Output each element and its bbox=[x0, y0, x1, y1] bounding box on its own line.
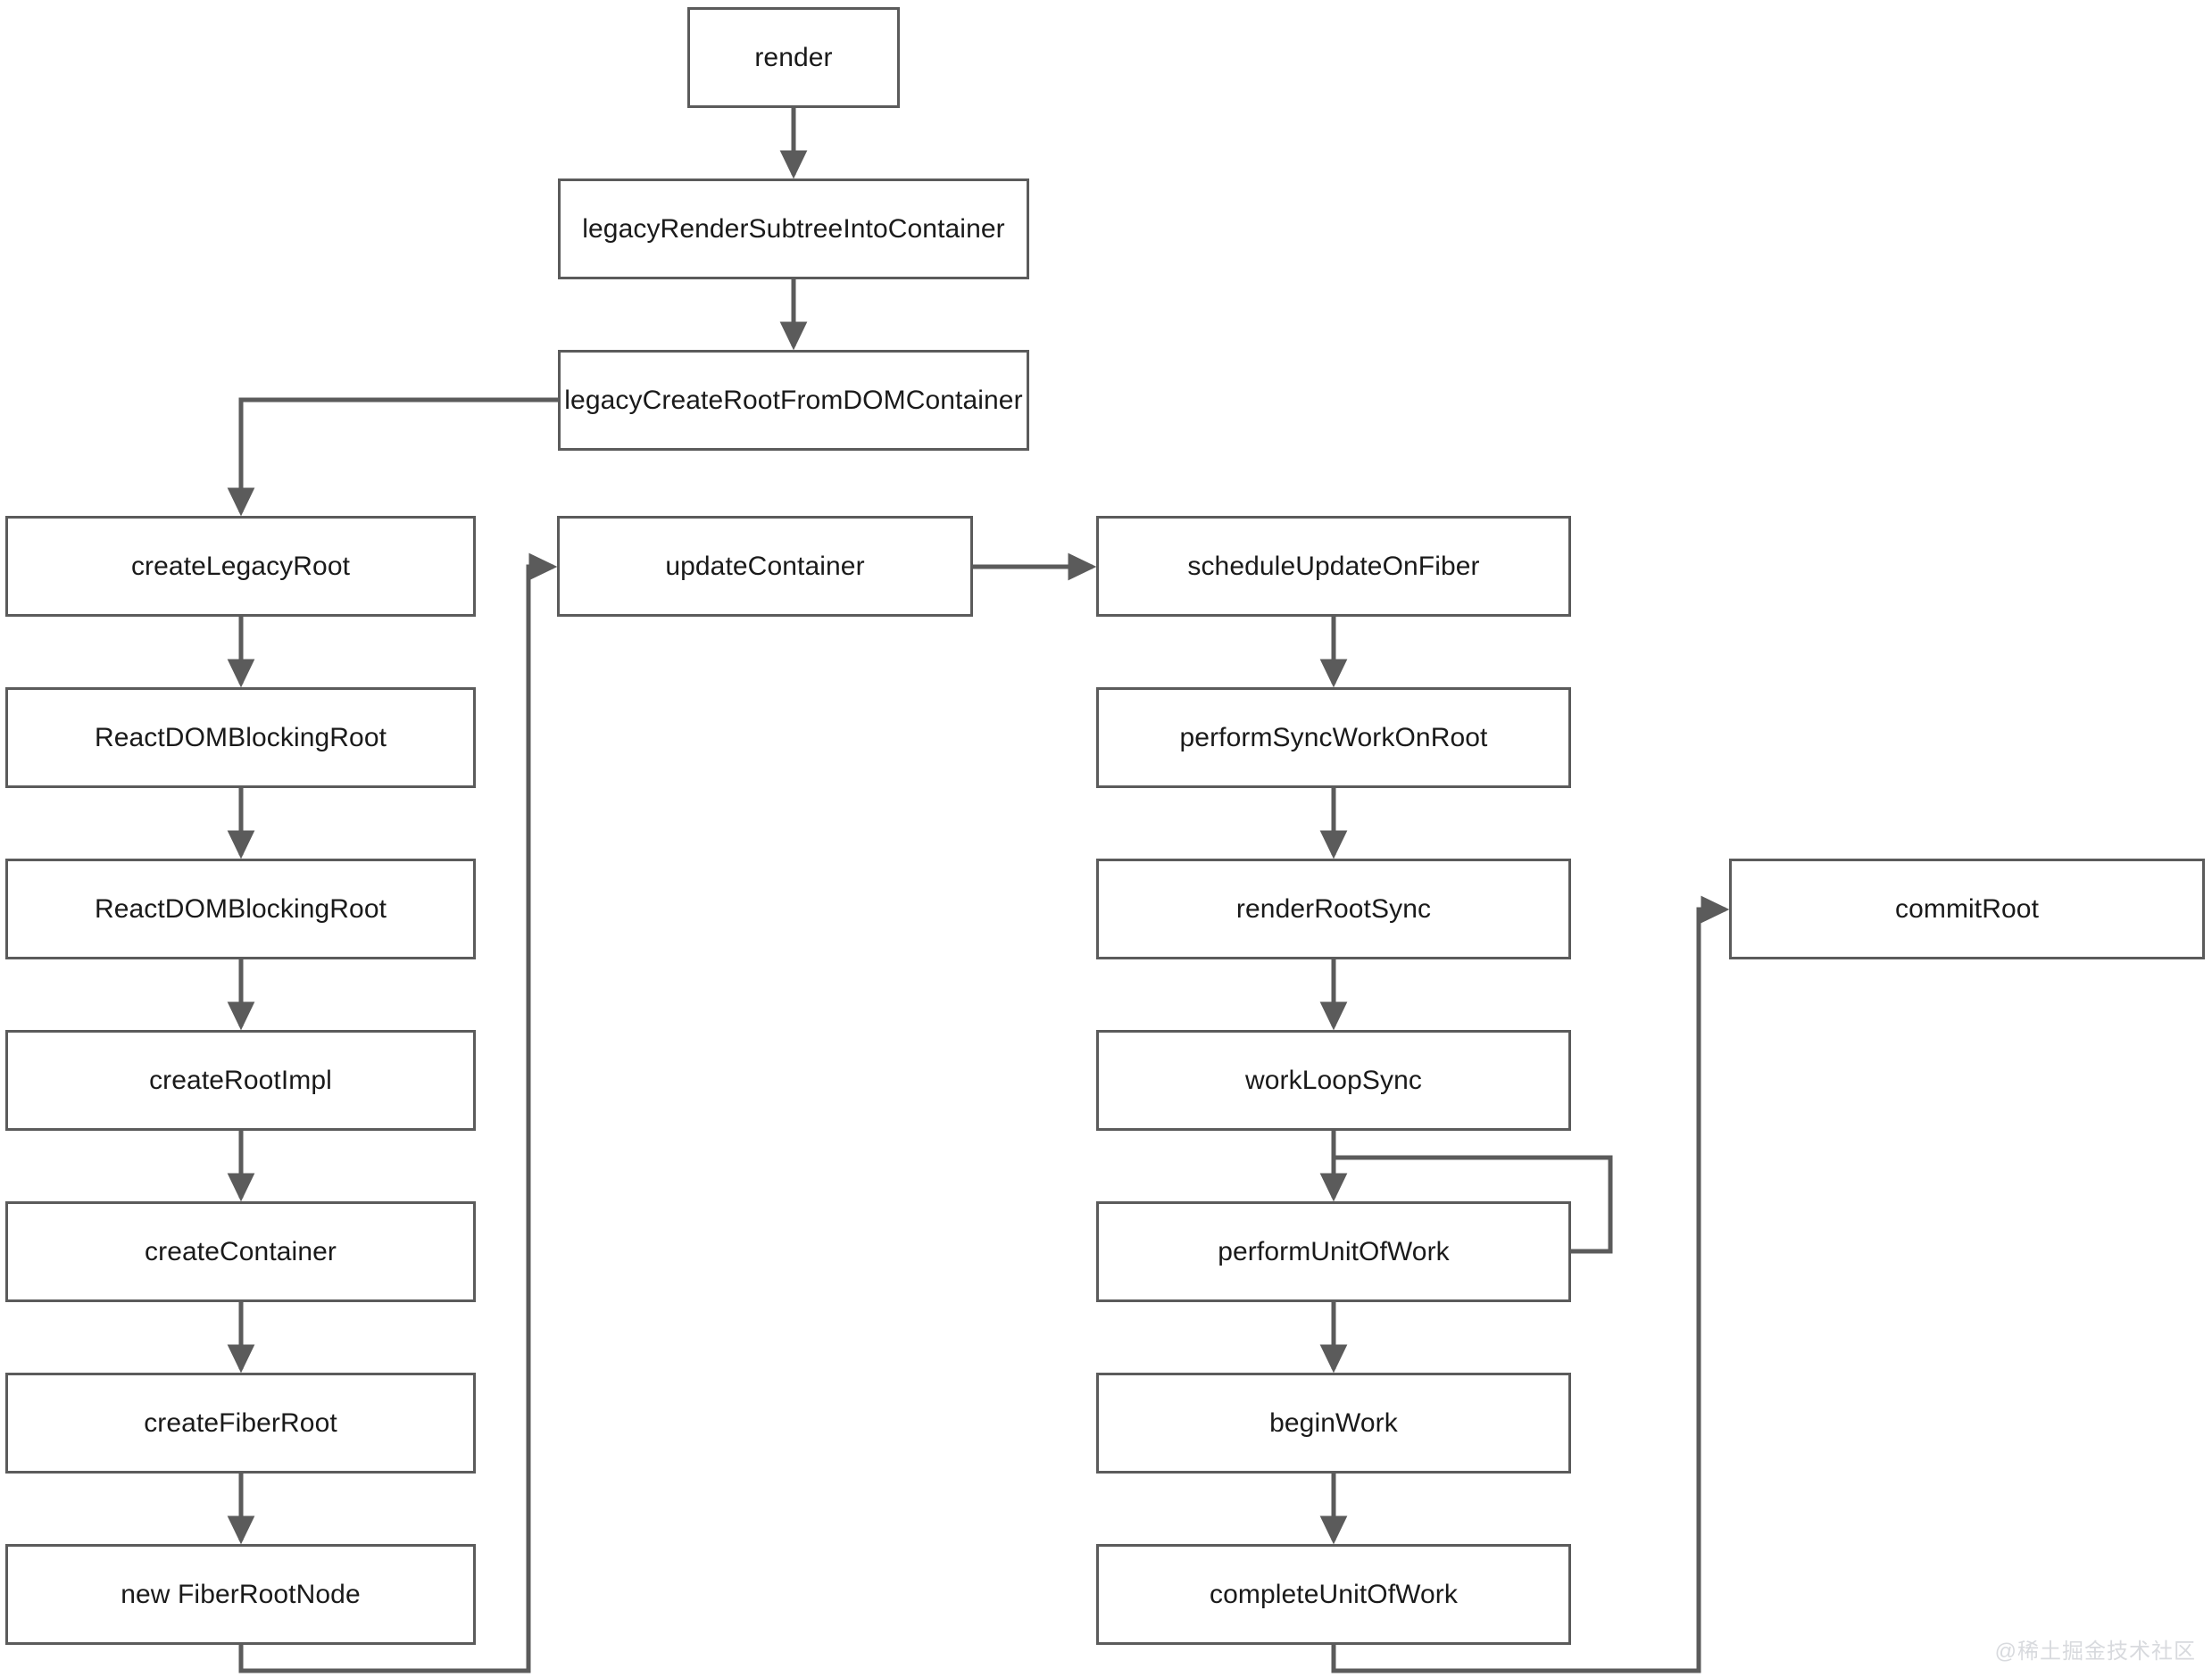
edge-legacyCreateRoot-to-createLegacyRoot bbox=[227, 397, 558, 517]
node-react-dom-blocking-root-2[interactable]: ReactDOMBlockingRoot bbox=[5, 859, 476, 959]
node-legacy-create-root-from-dom-container[interactable]: legacyCreateRootFromDOMContainer bbox=[558, 350, 1029, 451]
node-label: updateContainer bbox=[665, 551, 865, 581]
node-react-dom-blocking-root-1[interactable]: ReactDOMBlockingRoot bbox=[5, 687, 476, 788]
node-label: commitRoot bbox=[1894, 893, 2040, 924]
node-label: render bbox=[754, 42, 833, 72]
node-perform-unit-of-work[interactable]: performUnitOfWork bbox=[1096, 1201, 1571, 1302]
node-label: legacyCreateRootFromDOMContainer bbox=[564, 385, 1023, 415]
node-label: completeUnitOfWork bbox=[1210, 1579, 1458, 1609]
node-label: renderRootSync bbox=[1235, 893, 1432, 924]
node-label: performSyncWorkOnRoot bbox=[1179, 722, 1488, 752]
node-label: performUnitOfWork bbox=[1218, 1236, 1450, 1266]
node-schedule-update-on-fiber[interactable]: scheduleUpdateOnFiber bbox=[1096, 516, 1571, 617]
node-label: ReactDOMBlockingRoot bbox=[94, 893, 387, 924]
node-work-loop-sync[interactable]: workLoopSync bbox=[1096, 1030, 1571, 1131]
node-label: scheduleUpdateOnFiber bbox=[1187, 551, 1480, 581]
node-complete-unit-of-work[interactable]: completeUnitOfWork bbox=[1096, 1544, 1571, 1645]
node-label: legacyRenderSubtreeIntoContainer bbox=[582, 213, 1005, 244]
node-render-root-sync[interactable]: renderRootSync bbox=[1096, 859, 1571, 959]
watermark: @稀土掘金技术社区 bbox=[1994, 1640, 2196, 1664]
node-label: new FiberRootNode bbox=[121, 1579, 361, 1609]
node-label: createFiberRoot bbox=[144, 1407, 337, 1438]
node-begin-work[interactable]: beginWork bbox=[1096, 1373, 1571, 1474]
node-new-fiber-root-node[interactable]: new FiberRootNode bbox=[5, 1544, 476, 1645]
node-commit-root[interactable]: commitRoot bbox=[1729, 859, 2205, 959]
node-label: createContainer bbox=[145, 1236, 337, 1266]
node-legacy-render-subtree-into-container[interactable]: legacyRenderSubtreeIntoContainer bbox=[558, 178, 1029, 279]
node-create-root-impl[interactable]: createRootImpl bbox=[5, 1030, 476, 1131]
node-create-container[interactable]: createContainer bbox=[5, 1201, 476, 1302]
node-label: createRootImpl bbox=[149, 1065, 332, 1095]
node-create-legacy-root[interactable]: createLegacyRoot bbox=[5, 516, 476, 617]
node-create-fiber-root[interactable]: createFiberRoot bbox=[5, 1373, 476, 1474]
node-render[interactable]: render bbox=[687, 7, 900, 108]
node-label: workLoopSync bbox=[1245, 1065, 1422, 1095]
node-label: createLegacyRoot bbox=[130, 551, 351, 581]
node-update-container[interactable]: updateContainer bbox=[557, 516, 973, 617]
node-perform-sync-work-on-root[interactable]: performSyncWorkOnRoot bbox=[1096, 687, 1571, 788]
node-label: ReactDOMBlockingRoot bbox=[94, 722, 387, 752]
node-label: beginWork bbox=[1269, 1407, 1398, 1438]
